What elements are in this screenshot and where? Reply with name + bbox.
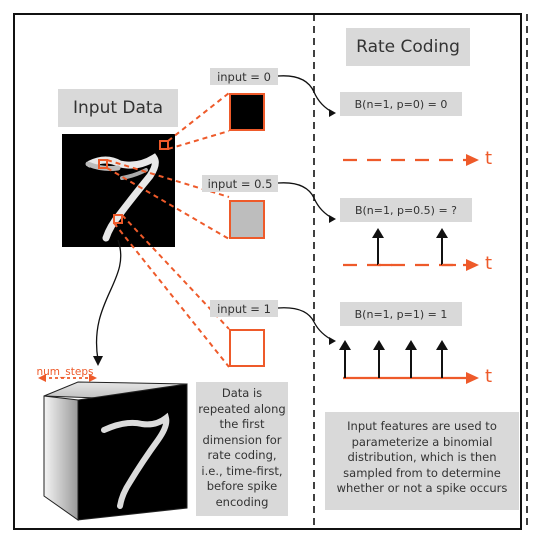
pixel-box-gray: [229, 200, 265, 239]
time-cube: [38, 374, 188, 521]
rate-coding-title: Rate Coding: [346, 28, 470, 66]
formula-2: B(n=1, p=1) = 1: [340, 302, 462, 326]
input-data-title: Input Data: [58, 89, 178, 127]
spike-train-0: [343, 154, 479, 166]
formula-0: B(n=1, p=0) = 0: [340, 92, 462, 116]
pixel-box-black: [229, 93, 265, 131]
pixel-box-white: [229, 329, 265, 367]
formula-1: B(n=1, p=0.5) = ?: [340, 198, 472, 222]
diagram-frame: [13, 13, 522, 530]
spike-train-2: [339, 340, 479, 384]
time-axis-label-1: t: [485, 253, 493, 274]
pixel-highlight-white: [113, 214, 123, 224]
input-label-2: input = 1: [210, 300, 278, 317]
image-to-cube-arrow: [95, 239, 122, 361]
input-label-1: input = 0.5: [202, 175, 278, 192]
input-label-0: input = 0: [210, 68, 278, 85]
repeat-note: Data is repeated along the first dimensi…: [196, 382, 288, 516]
pixel-highlight-gray: [98, 159, 108, 169]
num-steps-label: num_steps: [36, 366, 94, 378]
rate-coding-explanation: Input features are used to parameterize …: [325, 412, 519, 510]
spike-train-1: [343, 228, 479, 271]
time-axis-label-0: t: [485, 148, 493, 169]
time-axis-label-2: t: [485, 366, 493, 387]
pixel-highlight-black: [159, 140, 169, 150]
